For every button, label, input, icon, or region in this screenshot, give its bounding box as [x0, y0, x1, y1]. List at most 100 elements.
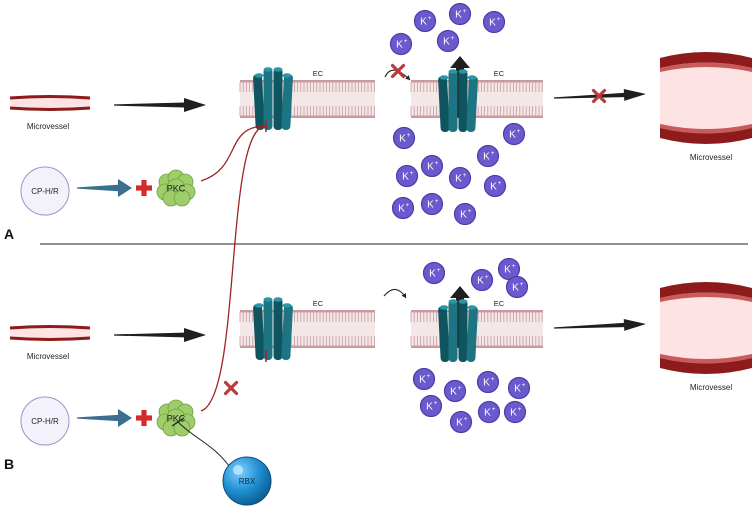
ion-charge: + — [497, 16, 501, 23]
channel-helix-cap — [254, 73, 264, 78]
curved-arrow-line — [383, 288, 407, 299]
potassium-ion-icon: K+ — [476, 370, 500, 394]
ion-label: K — [483, 378, 490, 389]
ion-circle — [453, 202, 477, 226]
ion-label: K — [429, 269, 436, 280]
ion-circle — [448, 166, 472, 190]
vessel-wall-top — [660, 52, 752, 68]
pkc-inhibition-blocked-x-icon — [223, 380, 239, 396]
drug-highlight — [233, 465, 243, 475]
ion-circle — [502, 122, 526, 146]
potassium-ion-icon: K+ — [412, 367, 436, 391]
ion-charge: + — [410, 170, 414, 177]
potassium-ion-icon: K+ — [505, 275, 529, 299]
ion-charge: + — [464, 416, 468, 423]
ion-charge: + — [407, 132, 411, 139]
vessel-wall-top-inner — [660, 292, 752, 302]
channel-helix — [281, 304, 293, 360]
flow-arrow-icon — [114, 328, 206, 342]
ion-circle — [391, 196, 415, 220]
ion-label: K — [509, 130, 516, 141]
potassium-ion-icon: K+ — [391, 196, 415, 220]
ion-label: K — [455, 174, 462, 185]
ion-circle — [420, 154, 444, 178]
ion-circle — [482, 10, 506, 34]
ion-charge: + — [517, 128, 521, 135]
stimulus-circle — [20, 166, 70, 216]
ion-charge: + — [518, 406, 522, 413]
microvessel-right-label: Microvessel — [690, 383, 732, 392]
curved-arrow-head — [401, 293, 406, 298]
ion-label: K — [426, 402, 433, 413]
block-x-stroke — [390, 63, 406, 79]
ion-charge: + — [468, 208, 472, 215]
ion-label: K — [455, 10, 462, 21]
ion-label: K — [402, 172, 409, 183]
ion-charge: + — [491, 150, 495, 157]
dilation-blocked-x-icon — [591, 88, 607, 104]
ion-label: K — [504, 265, 511, 276]
channel-helix-cap — [282, 73, 292, 78]
channel-helix — [438, 76, 450, 132]
stimulus-arrow-icon — [77, 179, 132, 197]
vessel-wall-bottom-inner — [660, 354, 752, 364]
channel-helix — [253, 304, 265, 360]
ion-charge: + — [512, 263, 516, 270]
channel-helix-cap — [467, 305, 477, 310]
ion-circle — [507, 376, 531, 400]
pkc-protein-icon: PKC — [156, 169, 196, 207]
channel-helix — [253, 74, 265, 130]
stimulus-label: CP-H/R — [31, 417, 59, 426]
potassium-ion-icon: K+ — [507, 376, 531, 400]
ion-charge: + — [458, 385, 462, 392]
ion-circle — [503, 400, 527, 424]
efflux-head — [450, 286, 470, 298]
ion-charge: + — [463, 8, 467, 15]
ion-circle — [470, 268, 494, 292]
potassium-ion-icon: K+ — [392, 126, 416, 150]
ion-circle — [395, 164, 419, 188]
potassium-ion-icon: K+ — [503, 400, 527, 424]
channel-helix-cap — [273, 67, 283, 72]
ion-circle — [448, 2, 472, 26]
block-x-stroke — [223, 380, 239, 396]
membrane-inner-leaflet — [411, 345, 543, 348]
vessel-wall-top-inner — [660, 62, 752, 72]
potassium-ion-icon: K+ — [420, 154, 444, 178]
channel-helix — [448, 300, 458, 362]
ion-label: K — [489, 18, 496, 29]
ion-label: K — [419, 375, 426, 386]
ion-circle — [413, 9, 437, 33]
ion-charge: + — [435, 198, 439, 205]
drug-inhibition-line — [177, 421, 233, 471]
vessel-wall-bottom — [660, 128, 752, 144]
channel-helix — [466, 306, 478, 362]
membrane-right-label: EC — [494, 299, 505, 308]
stimulus-label: CP-H/R — [31, 187, 59, 196]
channel-helix-cap — [467, 75, 477, 80]
microvessel-right-icon — [660, 282, 752, 374]
vessel-wall-bottom — [9, 336, 91, 341]
microvessel-right-icon — [660, 52, 752, 144]
ion-charge: + — [435, 160, 439, 167]
channel-helix — [466, 76, 478, 132]
potassium-ion-icon: K+ — [502, 122, 526, 146]
panel-letter: B — [4, 456, 14, 472]
channel-helix — [448, 70, 458, 132]
potassium-ion-icon: K+ — [413, 9, 437, 33]
channel-helix-cap — [273, 297, 283, 302]
microvessel-left-icon — [9, 325, 91, 341]
ion-label: K — [483, 152, 490, 163]
ion-label: K — [477, 276, 484, 287]
channel-helix-cap — [439, 75, 449, 80]
membrane-outer-leaflet — [240, 80, 375, 83]
ion-charge: + — [492, 406, 496, 413]
activation-plus-icon — [136, 410, 152, 426]
channel-helix-cap — [458, 69, 468, 74]
pkc-label: PKC — [167, 184, 186, 194]
stimulus-circle — [20, 396, 70, 446]
potassium-ion-icon: K+ — [422, 261, 446, 285]
